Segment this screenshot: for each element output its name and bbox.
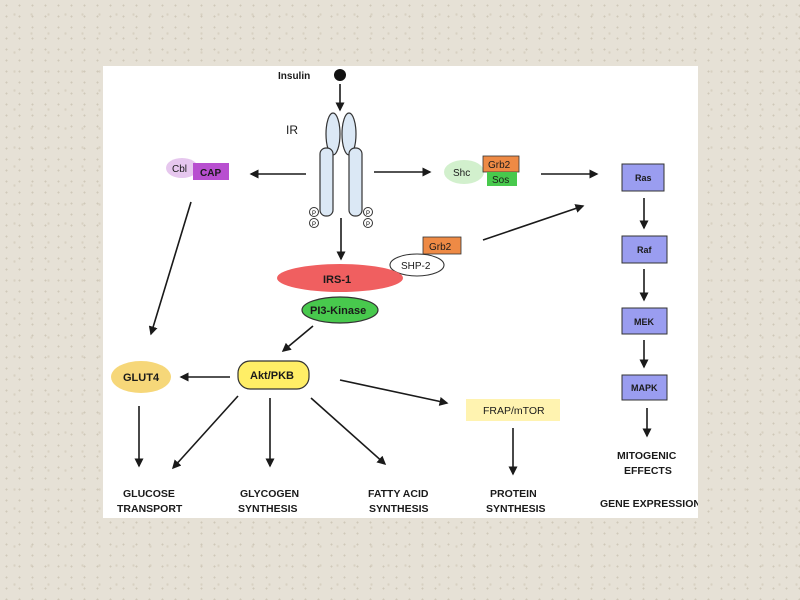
irs1-node: [277, 264, 403, 292]
raf-node: [621, 235, 668, 264]
pi3k-node: [301, 296, 379, 324]
mapk-cascade: Ras Raf MEK MAPK: [621, 163, 668, 438]
arrow-pi3k-to-akt: [281, 325, 314, 352]
shc-grb2-sos-complex: Shc Grb2 Sos: [444, 155, 520, 186]
insulin-receptor: [319, 112, 363, 217]
arrow-akt-to-glucose-transport: [171, 395, 239, 470]
mek-node: [621, 307, 668, 335]
raf-label: Raf: [637, 245, 653, 255]
phospho-residues: P P P P: [309, 207, 373, 228]
arrow-akt-to-fatty-acid-synthesis: [310, 397, 387, 465]
mapk-node: [621, 374, 668, 401]
akt-label: Akt/PKB: [250, 370, 294, 382]
phospho-label: P: [312, 222, 316, 228]
cap-node: [193, 163, 229, 180]
insulin-signaling-diagram: Insulin IR P P P P Cbl CAP Shc Grb2 Sos: [111, 69, 698, 515]
cbl-node: [166, 158, 198, 178]
phospho-label: P: [312, 211, 316, 217]
shp2-node: [389, 253, 445, 277]
mapk-label: MAPK: [631, 383, 658, 393]
frap-node: [466, 399, 560, 421]
cap-label: CAP: [200, 168, 221, 179]
akt-node: [237, 360, 310, 390]
irs1-label: IRS-1: [323, 274, 351, 286]
shp2-label: SHP-2: [401, 261, 431, 272]
slide-panel: Insulin IR P P P P Cbl CAP Shc Grb2 Sos: [103, 66, 698, 518]
receptor-label: IR: [286, 123, 298, 137]
arrow-cap-to-glut4: [148, 201, 192, 336]
fatty-acid-synthesis-label: FATTY ACID: [368, 488, 429, 500]
glut4-node: [111, 361, 171, 393]
shc-label: Shc: [453, 168, 470, 179]
glycogen-synthesis-label: SYNTHESIS: [238, 503, 298, 515]
grb2-top-label: Grb2: [488, 160, 511, 171]
shc-node: [444, 160, 484, 184]
glut4-label: GLUT4: [123, 372, 160, 384]
pi3k-label: PI3-Kinase: [310, 305, 366, 317]
glycogen-synthesis-label: GLYCOGEN: [240, 488, 299, 500]
sos-node: [487, 172, 517, 186]
glucose-transport-label: TRANSPORT: [117, 503, 183, 515]
phospho-label: P: [366, 222, 370, 228]
protein-synthesis-label: SYNTHESIS: [486, 503, 546, 515]
sos-label: Sos: [492, 175, 509, 186]
glucose-transport-label: GLUCOSE: [123, 488, 175, 500]
gene-expression-label: GENE EXPRESSION: [600, 498, 698, 510]
mek-label: MEK: [634, 317, 655, 327]
ras-label: Ras: [635, 173, 652, 183]
phospho-label: P: [366, 211, 370, 217]
grb2-mid-node: [422, 236, 462, 255]
cbl-cap-complex: Cbl CAP: [166, 158, 229, 180]
mitogenic-effects-label: MITOGENIC: [617, 450, 677, 462]
insulin-label: Insulin: [278, 71, 310, 82]
fatty-acid-synthesis-label: SYNTHESIS: [369, 503, 429, 515]
ras-node: [621, 163, 665, 192]
grb2-shp2-complex: Grb2 SHP-2: [389, 236, 462, 277]
arrow-grb2-to-ras: [482, 204, 585, 241]
cbl-label: Cbl: [172, 164, 187, 175]
arrow-akt-to-frap: [339, 379, 449, 406]
protein-synthesis-label: PROTEIN: [490, 488, 537, 500]
grb2-mid-label: Grb2: [429, 242, 452, 253]
mitogenic-effects-label: EFFECTS: [624, 465, 672, 477]
insulin-ligand: [334, 69, 346, 81]
frap-label: FRAP/mTOR: [483, 405, 545, 417]
